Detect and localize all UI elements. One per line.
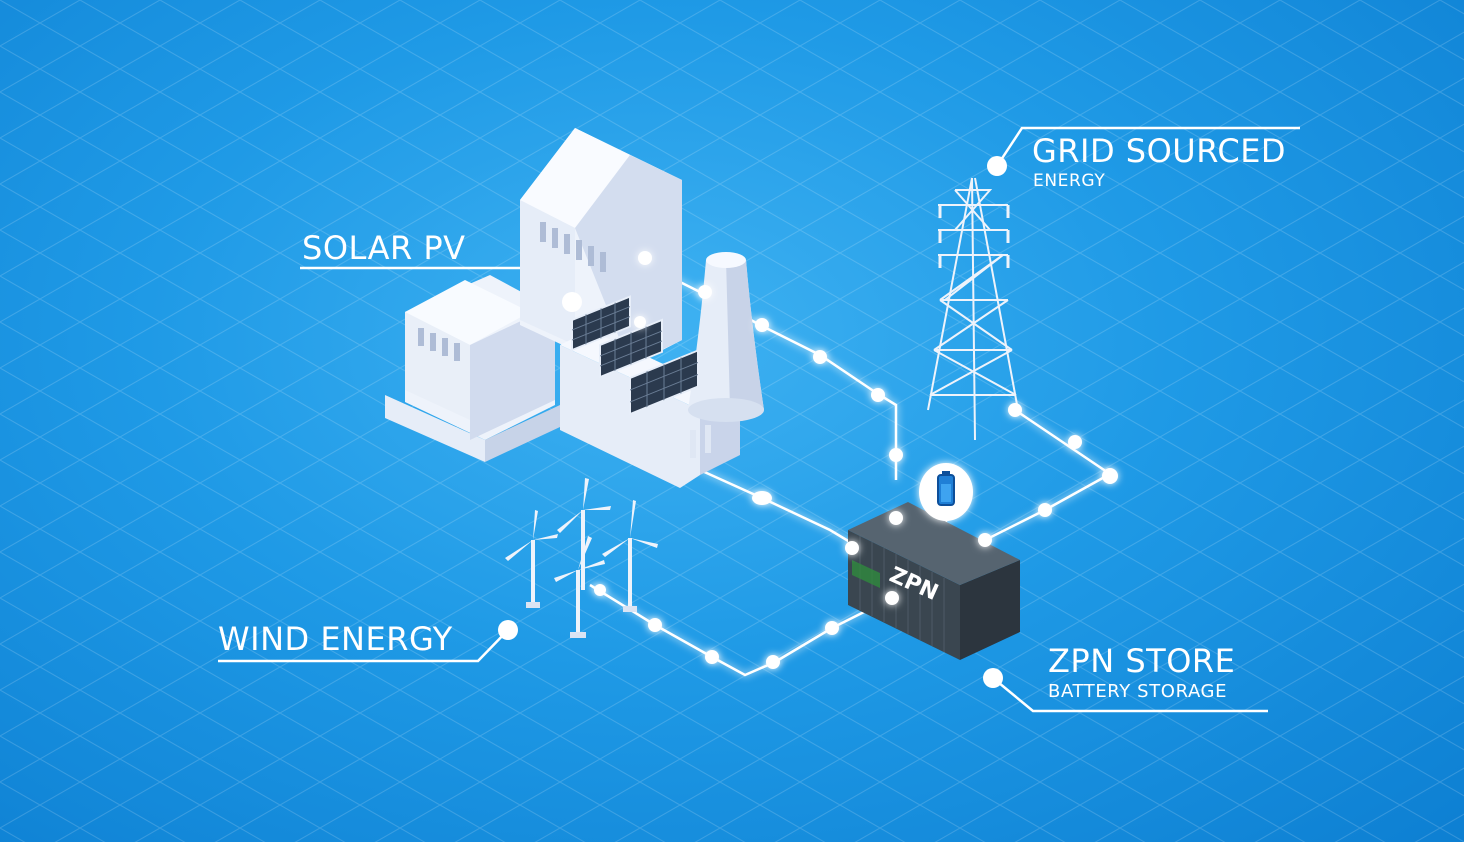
- store-callout-node: [983, 668, 1003, 688]
- grid-sublabel: ENERGY: [1033, 171, 1105, 191]
- wind-turbine-icon: [505, 478, 658, 638]
- store-sublabel: BATTERY STORAGE: [1048, 681, 1227, 702]
- wind-callout-node: [498, 620, 518, 640]
- wind-label: WIND ENERGY: [218, 620, 453, 658]
- callout-nodes: [498, 156, 1007, 688]
- solar-label: SOLAR PV: [302, 229, 466, 267]
- store-callout-line: [992, 677, 1268, 713]
- factory-flow-line: [699, 468, 861, 550]
- wind-callout-line: [218, 629, 509, 663]
- grid-label: GRID SOURCED: [1032, 132, 1286, 170]
- grid-callout-node: [987, 156, 1007, 176]
- power-pylon-icon: [927, 177, 1019, 441]
- solar-panel-icon: [571, 295, 699, 416]
- factory-windows-left: [418, 328, 460, 361]
- battery-badge: [919, 463, 973, 521]
- grid-callout-line: [995, 126, 1300, 167]
- solar-callout-node: [562, 292, 582, 312]
- factory-icon: [385, 128, 740, 488]
- factory-windows-tall: [540, 222, 606, 272]
- flow-nodes: [594, 251, 1118, 669]
- store-label: ZPN STORE: [1048, 642, 1235, 680]
- battery-icon: [937, 471, 955, 506]
